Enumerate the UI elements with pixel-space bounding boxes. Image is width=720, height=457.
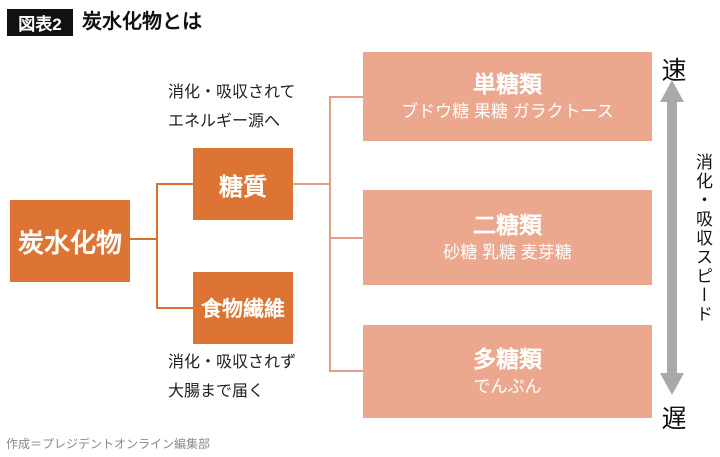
speed-axis-label: 消化・吸収スピード: [693, 153, 712, 324]
connector-sugars-stem: [293, 183, 331, 185]
node-disaccharide: 二糖類 砂糖 乳糖 麦芽糖: [363, 190, 652, 285]
connector-stub-disaccharide: [331, 237, 363, 239]
speed-slow-label: 遅: [661, 405, 687, 433]
note-indigestible-line1: 消化・吸収されず: [168, 354, 297, 371]
polysaccharide-title: 多糖類: [473, 346, 542, 372]
note-digestible-line1: 消化・吸収されて: [168, 84, 296, 101]
node-carbohydrate: 炭水化物: [10, 200, 130, 282]
node-monosaccharide: 単糖類 ブドウ糖 果糖 ガラクトース: [363, 52, 652, 141]
page-title: 炭水化物とは: [82, 11, 202, 33]
speed-arrow-down-icon: [660, 373, 684, 395]
node-polysaccharide: 多糖類 でんぷん: [363, 325, 652, 418]
note-indigestible: 消化・吸収されず 大腸まで届く: [168, 348, 296, 406]
connector-stub-monosaccharide: [331, 96, 363, 98]
speed-arrow-shaft: [667, 100, 677, 374]
note-indigestible-line2: 大腸まで届く: [168, 383, 265, 400]
monosaccharide-title: 単糖類: [473, 71, 542, 97]
connector-left-bracket-top-stub: [158, 183, 193, 185]
connector-stub-polysaccharide: [331, 370, 363, 372]
disaccharide-examples: 砂糖 乳糖 麦芽糖: [443, 242, 572, 262]
connector-root-horizontal: [130, 238, 158, 240]
disaccharide-title: 二糖類: [473, 212, 542, 238]
speed-arrow-up-icon: [660, 80, 684, 102]
note-digestible: 消化・吸収されて エネルギー源へ: [168, 78, 296, 136]
connector-right-bracket-vertical: [329, 96, 331, 372]
node-sugars: 糖質: [193, 148, 293, 220]
credit-line: 作成＝プレジデントオンライン編集部: [6, 437, 211, 451]
figure-number-badge: 図表2: [7, 9, 73, 36]
note-digestible-line2: エネルギー源へ: [168, 113, 281, 130]
connector-left-bracket-bottom-stub: [158, 307, 193, 309]
connector-left-bracket-vertical: [156, 183, 158, 309]
polysaccharide-examples: でんぷん: [473, 376, 542, 396]
node-dietary-fiber: 食物繊維: [193, 272, 293, 344]
monosaccharide-examples: ブドウ糖 果糖 ガラクトース: [401, 101, 614, 121]
